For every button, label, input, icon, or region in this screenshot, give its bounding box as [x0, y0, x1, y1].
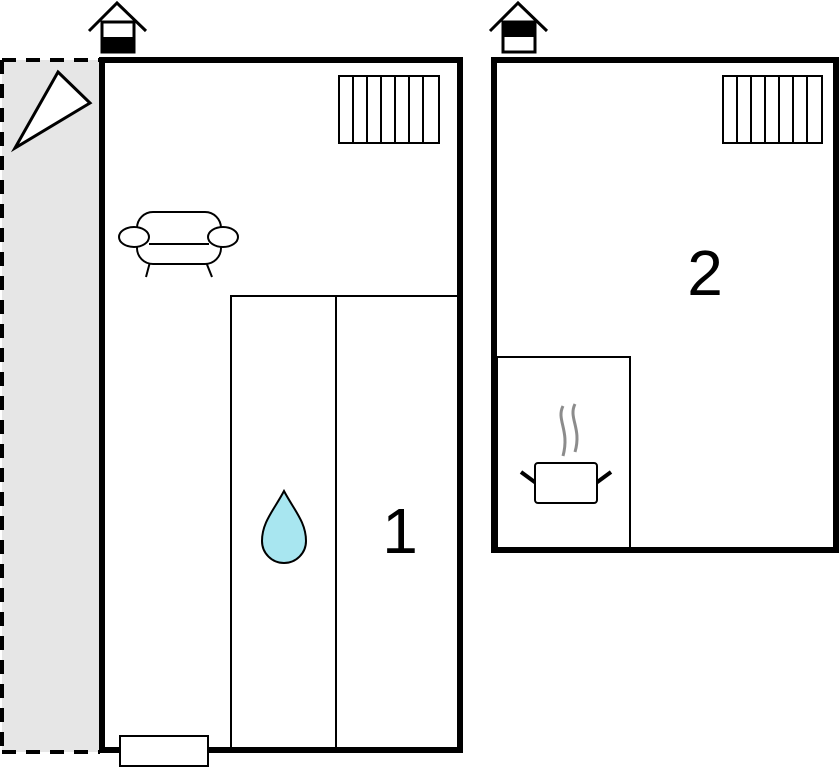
kitchen-pot-icon — [519, 403, 613, 504]
kitchen — [496, 356, 631, 549]
terrace — [0, 58, 100, 754]
window-icon — [119, 735, 209, 767]
floor-label-2: 2 — [687, 237, 723, 309]
terrace-icon — [10, 69, 93, 153]
floor-2: 2 — [488, 0, 839, 553]
entrance-icon — [87, 0, 148, 54]
sofa-icon — [118, 211, 239, 278]
water-drop-icon — [260, 488, 308, 564]
floor-label-1: 1 — [382, 495, 418, 567]
floor-1: 1 — [87, 0, 463, 767]
entrance-icon — [488, 0, 549, 54]
radiator-icon — [338, 75, 440, 144]
bathroom — [230, 295, 459, 749]
radiator-icon — [722, 75, 823, 144]
